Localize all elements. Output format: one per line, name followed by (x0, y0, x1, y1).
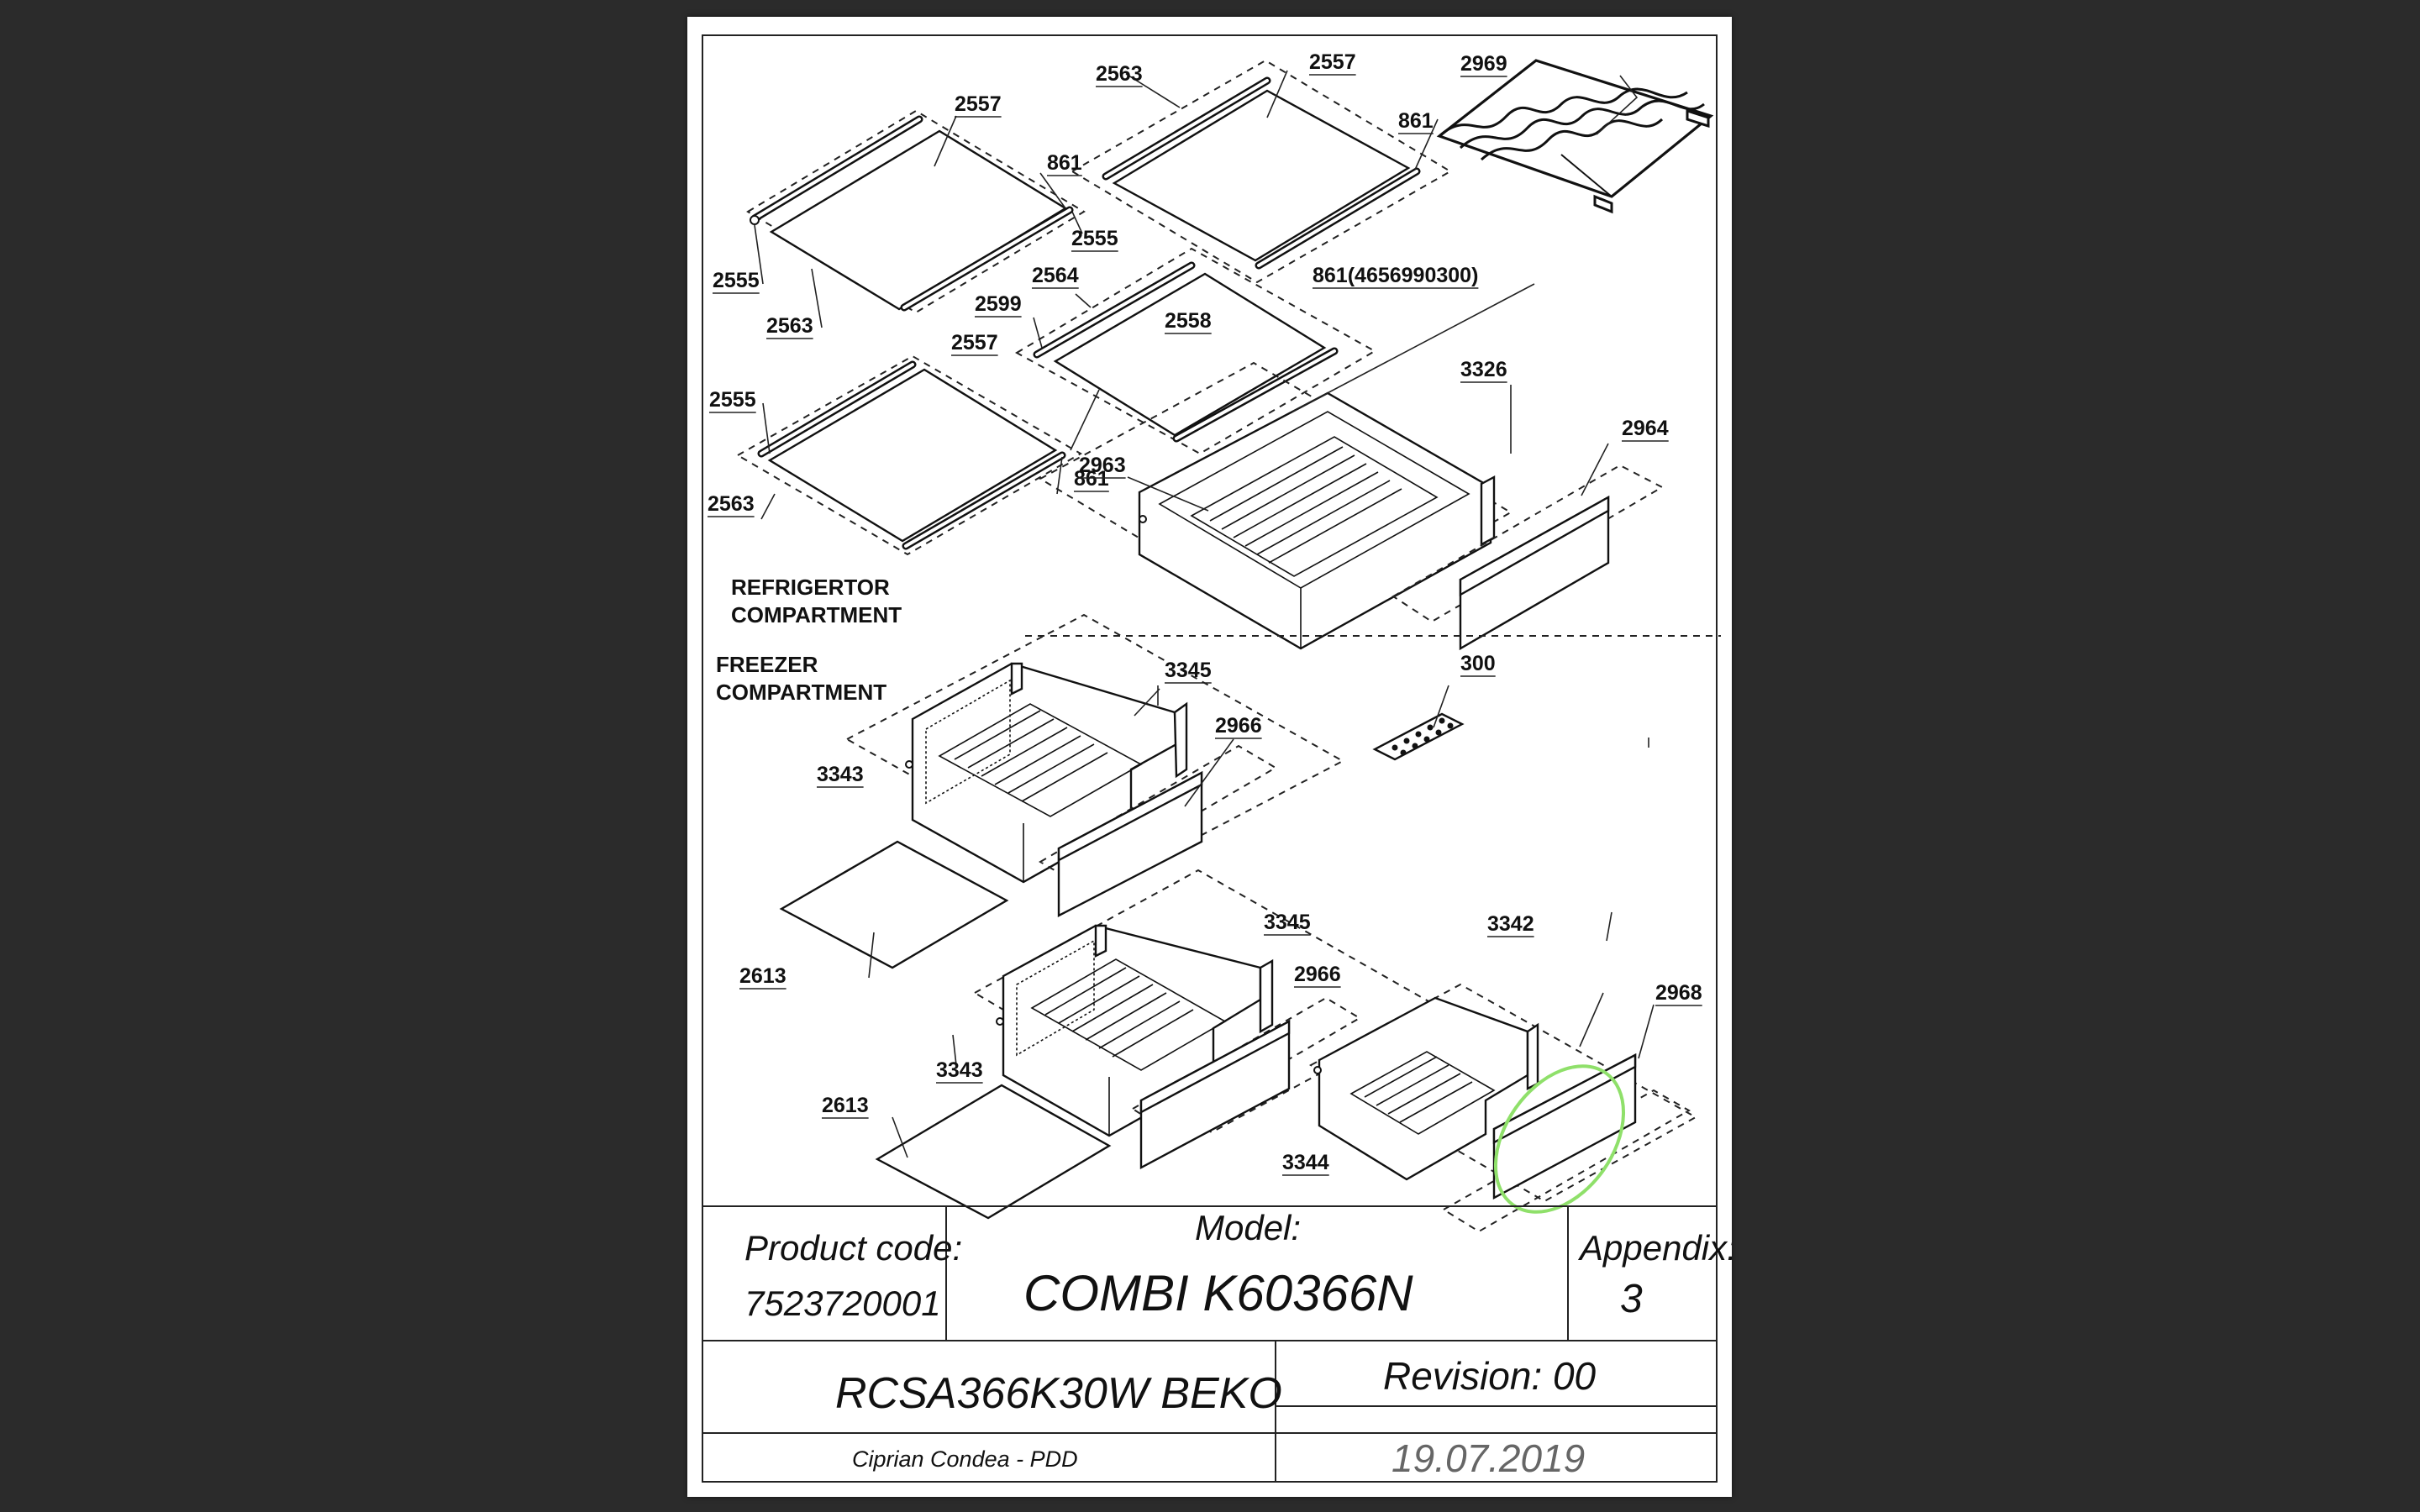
glass-plate-upper (779, 840, 1009, 969)
part-label: 2558 (1165, 309, 1212, 333)
section-label-refrigerator: COMPARTMENT (731, 602, 902, 627)
freezer-cover-bottom (1442, 1053, 1691, 1233)
part-label: 2557 (1309, 50, 1356, 74)
crisper-cover (1392, 464, 1665, 651)
part-label: 861 (1074, 467, 1109, 491)
shelf-assembly-b (1071, 59, 1452, 284)
part-label: 2557 (951, 331, 998, 354)
part-label: 2966 (1294, 963, 1341, 986)
crisper-drawer (1038, 361, 1513, 650)
freezer-drawer-bottom (1308, 983, 1698, 1203)
part-label: 2599 (975, 292, 1022, 316)
part-label: 3343 (936, 1058, 983, 1082)
part-label: 3326 (1460, 358, 1507, 381)
part-label: 2963 (1079, 454, 1126, 477)
exploded-parts-diagram: # 2557 861 2555 2563 2555 2563 2557 2969… (702, 34, 1732, 1483)
section-label-freezer: FREEZER (716, 652, 818, 677)
part-label: 2563 (708, 492, 755, 516)
appendix-value: 3 (1620, 1277, 1643, 1321)
product-code-value: 7523720001 (744, 1284, 941, 1323)
part-label: 3342 (1487, 912, 1534, 936)
part-label: 3345 (1165, 659, 1212, 682)
model-value: COMBI K60366N (1023, 1265, 1413, 1321)
part-label: 300 (1460, 652, 1496, 675)
part-label: 861 (1398, 109, 1434, 133)
part-label: 2969 (1460, 52, 1507, 76)
ice-tray (1372, 712, 1465, 761)
part-label: 2555 (709, 388, 756, 412)
glass-plate-lower (875, 1084, 1112, 1220)
part-label: 3344 (1282, 1151, 1329, 1174)
section-label-refrigerator: REFRIGERTOR (731, 575, 890, 600)
part-labels: 2557 861 2555 2563 2555 2563 2557 2969 8… (708, 50, 1702, 1176)
freezer-cover-lower (1131, 996, 1361, 1170)
part-label: 3343 (817, 763, 864, 786)
part-label: 2563 (1096, 62, 1143, 86)
revision: Revision: 00 (1383, 1354, 1597, 1398)
part-label: 861(4656990300) (1313, 264, 1478, 287)
part-label: 2613 (739, 964, 786, 988)
part-label: 2557 (955, 92, 1002, 116)
part-label: 2964 (1622, 417, 1669, 440)
author: Ciprian Condea - PDD (852, 1446, 1078, 1472)
leader-lines: # (754, 70, 1655, 1158)
part-label: 2564 (1032, 264, 1079, 287)
product-name: RCSA366K30W BEKO (835, 1369, 1282, 1418)
title-block: Product code: 7523720001 Model: COMBI K6… (702, 1205, 1732, 1482)
model-label: Model: (1195, 1208, 1301, 1247)
outer-frame (702, 34, 1718, 1483)
highlight-ellipse (1493, 1064, 1626, 1214)
part-label: 2968 (1655, 981, 1702, 1005)
appendix-label: Appendix: (1577, 1228, 1732, 1268)
freezer-cover-upper (1039, 744, 1277, 917)
drawing-sheet: # 2557 861 2555 2563 2555 2563 2557 2969… (687, 17, 1732, 1497)
part-label: 2555 (1071, 227, 1118, 250)
part-label: 2966 (1215, 714, 1262, 738)
shelf-assembly-a (746, 109, 1086, 314)
part-label: 2613 (822, 1094, 869, 1117)
shelf-assembly-d (735, 354, 1082, 556)
part-label: 2563 (766, 314, 813, 338)
date: 19.07.2019 (1392, 1436, 1585, 1480)
shelf-assembly-c (1014, 247, 1377, 455)
product-code-label: Product code: (744, 1228, 962, 1268)
part-label: 3345 (1264, 911, 1311, 934)
wine-rack (1436, 59, 1714, 214)
section-label-freezer: COMPARTMENT (716, 680, 886, 705)
part-label: 2555 (713, 269, 760, 292)
part-label: 861 (1047, 151, 1082, 175)
